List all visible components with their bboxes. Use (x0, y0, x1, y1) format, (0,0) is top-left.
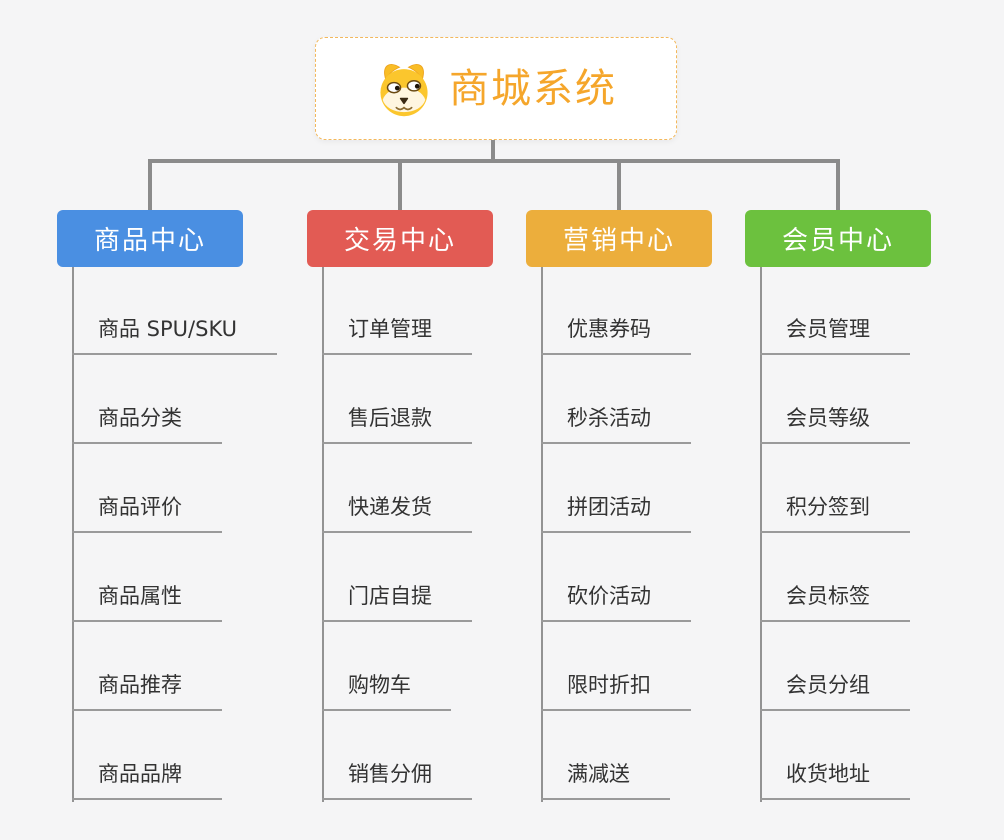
branch-trunk-line (760, 267, 762, 802)
root-title: 商城系统 (449, 65, 617, 112)
leaf-node-member-level[interactable]: 会员等级 (760, 403, 910, 444)
leaf-node-product-brand[interactable]: 商品品牌 (72, 759, 222, 800)
leaf-node-product-recommend[interactable]: 商品推荐 (72, 670, 222, 711)
branch-trunk-line (322, 267, 324, 802)
branch-box-product-center[interactable]: 商品中心 (57, 210, 243, 267)
branch-trunk-line (72, 267, 74, 802)
branch-column-product: 商品中心 商品 SPU/SKU 商品分类 商品评价 商品属性 商品推荐 商品品牌 (57, 210, 307, 810)
leaf-node-shipping-address[interactable]: 收货地址 (760, 759, 910, 800)
connector-stub-product (148, 159, 152, 212)
root-node-mall-system[interactable]: 商城系统 (315, 37, 677, 140)
leaf-node-group-buy[interactable]: 拼团活动 (541, 492, 691, 533)
leaf-node-member-tag[interactable]: 会员标签 (760, 581, 910, 622)
leaf-node-limited-time-discount[interactable]: 限时折扣 (541, 670, 691, 711)
leaf-node-full-reduction[interactable]: 满减送 (541, 759, 670, 800)
leaf-node-shopping-cart[interactable]: 购物车 (322, 670, 451, 711)
leaf-node-product-review[interactable]: 商品评价 (72, 492, 222, 533)
leaf-node-points-checkin[interactable]: 积分签到 (760, 492, 910, 533)
branch-column-marketing: 营销中心 优惠券码 秒杀活动 拼团活动 砍价活动 限时折扣 满减送 (526, 210, 776, 810)
branch-column-trade: 交易中心 订单管理 售后退款 快递发货 门店自提 购物车 销售分佣 (307, 210, 557, 810)
connector-root-trunk (491, 140, 495, 163)
branch-trunk-line (541, 267, 543, 802)
dog-icon (380, 63, 428, 116)
leaf-node-order-management[interactable]: 订单管理 (322, 314, 472, 355)
leaf-node-aftersale-refund[interactable]: 售后退款 (322, 403, 472, 444)
branch-column-member: 会员中心 会员管理 会员等级 积分签到 会员标签 会员分组 收货地址 (745, 210, 995, 810)
connector-stub-member (836, 159, 840, 212)
connector-bus-line (148, 159, 840, 163)
leaf-node-coupon-code[interactable]: 优惠券码 (541, 314, 691, 355)
leaf-node-product-spu-sku[interactable]: 商品 SPU/SKU (72, 314, 278, 355)
branch-box-member-center[interactable]: 会员中心 (745, 210, 931, 267)
leaf-node-flash-sale[interactable]: 秒杀活动 (541, 403, 691, 444)
branch-box-marketing-center[interactable]: 营销中心 (526, 210, 712, 267)
connector-stub-marketing (617, 159, 621, 212)
leaf-node-member-group[interactable]: 会员分组 (760, 670, 910, 711)
leaf-node-express-shipping[interactable]: 快递发货 (322, 492, 472, 533)
leaf-node-store-pickup[interactable]: 门店自提 (322, 581, 472, 622)
leaf-node-product-attribute[interactable]: 商品属性 (72, 581, 222, 622)
leaf-node-sales-commission[interactable]: 销售分佣 (322, 759, 472, 800)
leaf-node-bargain-activity[interactable]: 砍价活动 (541, 581, 691, 622)
leaf-node-member-management[interactable]: 会员管理 (760, 314, 910, 355)
branch-box-trade-center[interactable]: 交易中心 (307, 210, 493, 267)
leaf-node-product-category[interactable]: 商品分类 (72, 403, 222, 444)
connector-stub-trade (398, 159, 402, 212)
